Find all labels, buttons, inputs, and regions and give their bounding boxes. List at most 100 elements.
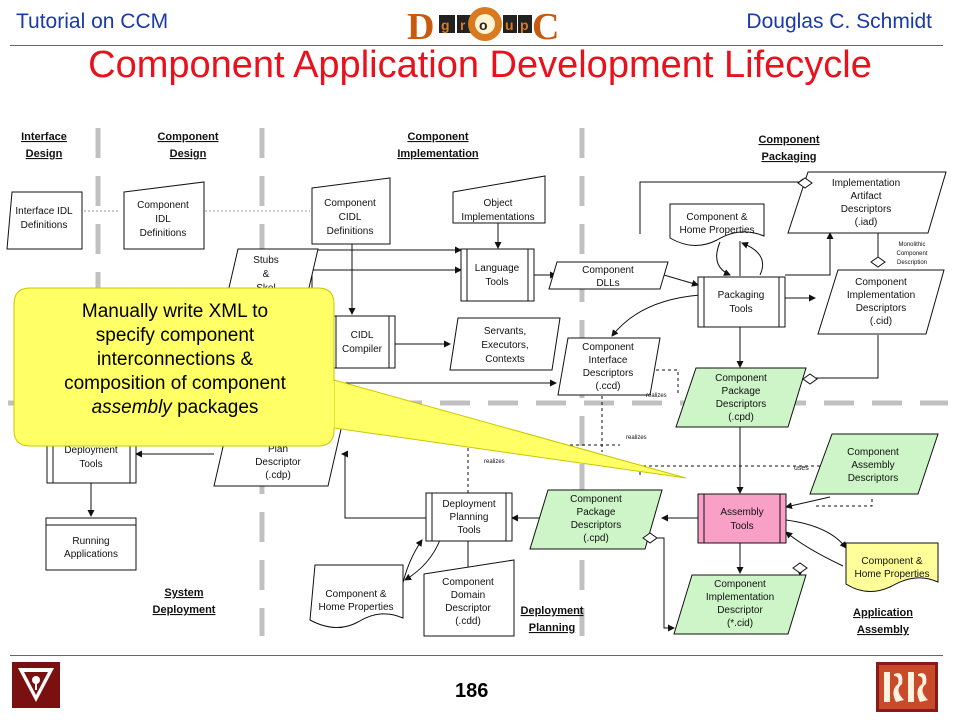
footer-rule <box>10 655 943 656</box>
svg-text:Tools: Tools <box>457 525 480 536</box>
realizes-note-1: realizes <box>646 393 667 399</box>
phase-interface-design-l2: Design <box>26 148 63 160</box>
logo-letter-c: C <box>532 6 559 45</box>
component-impl-desc-top-shape: Component Implementation Descriptors (.c… <box>817 269 945 335</box>
svg-text:Home Properties: Home Properties <box>679 225 754 236</box>
svg-text:Assembly: Assembly <box>720 507 763 518</box>
interface-idl-shape: Interface IDL Definitions <box>6 191 83 250</box>
page-number: 186 <box>455 680 489 702</box>
svg-text:Implementations: Implementations <box>461 212 534 223</box>
logo-letter-d: D <box>407 6 434 45</box>
callout-text: Manually write XML to specify component … <box>20 300 330 420</box>
svg-text:Component: Component <box>324 198 376 209</box>
arrow-dlls-to-packaging <box>663 274 699 287</box>
packaging-tools-box: Packaging Tools <box>697 276 786 328</box>
phase-interface-design-l1: Interface <box>21 131 67 143</box>
svg-text:Deployment: Deployment <box>64 445 118 456</box>
svg-text:Component: Component <box>714 579 766 590</box>
svg-text:Deployment: Deployment <box>442 499 496 510</box>
logo-letter-u: u <box>505 17 514 33</box>
svg-text:Descriptor: Descriptor <box>255 457 301 468</box>
diamond-monolithic <box>870 256 886 268</box>
svg-text:Component: Component <box>847 447 899 458</box>
component-dlls-shape: Component DLLs <box>548 261 669 290</box>
arrow-assembly-desc-to-tools <box>785 496 831 510</box>
component-idl-shape: Component IDL Definitions <box>123 181 205 250</box>
callout-line-4: composition of component <box>64 373 286 394</box>
home-properties-bottom-shape: Component & Home Properties <box>309 564 404 628</box>
svg-text:Monolithic: Monolithic <box>898 242 925 248</box>
svg-text:Tools: Tools <box>729 304 752 315</box>
callout-line-3: interconnections & <box>96 349 254 370</box>
svg-text:Tools: Tools <box>730 521 753 532</box>
realizes-link-1 <box>650 369 679 393</box>
assembly-desc-shape: Component Assembly Descriptors <box>809 433 939 495</box>
isis-logo <box>876 662 938 712</box>
phase-component-impl-l1: Component <box>407 131 468 143</box>
svg-text:Executors,: Executors, <box>481 340 528 351</box>
svg-text:Tools: Tools <box>79 459 102 470</box>
phase-component-packaging-l2: Packaging <box>761 151 816 163</box>
diamond-iad <box>797 177 813 189</box>
cpd-to-cid-link <box>816 335 879 379</box>
svg-text:(.cdd): (.cdd) <box>455 616 481 627</box>
svg-text:Plan: Plan <box>268 444 288 455</box>
phase-deployment-planning-l1: Deployment <box>521 605 584 617</box>
svg-text:Descriptors: Descriptors <box>848 473 899 484</box>
svg-text:Implementation: Implementation <box>847 290 915 301</box>
svg-text:Package: Package <box>577 507 616 518</box>
svg-text:Interface IDL: Interface IDL <box>15 206 73 217</box>
language-tools-box: Language Tools <box>460 248 535 302</box>
svg-text:IDL: IDL <box>155 214 171 225</box>
assembly-tools-box: Assembly Tools <box>697 493 787 544</box>
svg-text:Language: Language <box>475 263 520 274</box>
object-implementations-shape: Object Implementations <box>452 175 546 224</box>
callout-line-5-rest: packages <box>171 397 259 418</box>
header-right-text: Douglas C. Schmidt <box>746 10 932 33</box>
callout-line-5: assembly packages <box>20 396 330 420</box>
phase-component-design-l1: Component <box>157 131 218 143</box>
running-applications-box: Running Applications <box>45 517 137 571</box>
realizes-note-3: realizes <box>484 459 505 465</box>
svg-text:(.iad): (.iad) <box>855 217 878 228</box>
phase-system-deployment-l2: Deployment <box>153 604 216 616</box>
header-left-text: Tutorial on CCM <box>16 10 169 33</box>
svg-text:(.cpd): (.cpd) <box>728 412 754 423</box>
svg-text:Component: Component <box>715 373 767 384</box>
svg-text:Interface: Interface <box>589 355 628 366</box>
svg-text:Packaging: Packaging <box>718 290 765 301</box>
logo-letter-p: p <box>520 17 529 33</box>
link-iad-diamond <box>639 178 808 234</box>
svg-text:&: & <box>263 269 270 280</box>
diamond-cpd <box>802 373 818 385</box>
cidl-compiler-box: CIDL Compiler <box>329 315 396 369</box>
svg-text:Descriptors: Descriptors <box>856 303 907 314</box>
svg-text:(.cpd): (.cpd) <box>583 533 609 544</box>
phase-component-design-l2: Design <box>170 148 207 160</box>
svg-text:Compiler: Compiler <box>342 344 383 355</box>
component-impl-desc-bottom-shape: Component Implementation Descriptor (*.c… <box>673 574 807 635</box>
doc-group-logo: D g r o u p C <box>407 6 559 45</box>
uses-note: uses <box>794 465 809 472</box>
svg-text:Applications: Applications <box>64 549 118 560</box>
monolithic-note: Monolithic Component Description <box>896 242 927 266</box>
svg-text:Contexts: Contexts <box>485 354 524 365</box>
svg-text:Tools: Tools <box>485 277 508 288</box>
svg-text:Artifact: Artifact <box>850 191 881 202</box>
svg-text:Definitions: Definitions <box>140 228 187 239</box>
phase-component-packaging-l1: Component <box>758 134 819 146</box>
arrow-packaging-to-iad <box>785 232 834 276</box>
realizes-note-2: realizes <box>626 435 647 441</box>
arrow-packaging-to-ccd <box>611 294 701 337</box>
package-desc-mid-shape: Component Package Descriptors (.cpd) <box>529 489 663 550</box>
servants-shape: Servants, Executors, Contexts <box>449 317 561 371</box>
phase-deployment-planning-l2: Planning <box>529 622 575 634</box>
svg-text:Component &: Component & <box>686 212 747 223</box>
svg-text:CIDL: CIDL <box>339 212 362 223</box>
svg-text:Descriptor: Descriptor <box>445 603 491 614</box>
svg-text:Servants,: Servants, <box>484 326 526 337</box>
component-interface-desc-shape: Component Interface Descriptors (.ccd) <box>557 337 661 396</box>
phase-component-impl-l2: Implementation <box>397 148 479 160</box>
